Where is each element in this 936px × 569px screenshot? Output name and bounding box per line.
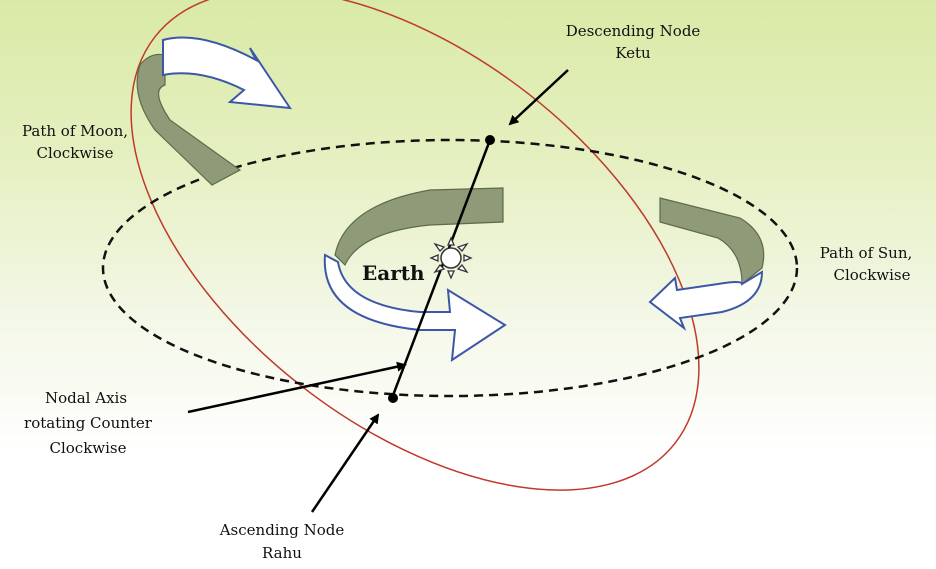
nodal-axis-direction-label: Clockwise bbox=[49, 439, 126, 457]
ketu-label: Ketu bbox=[615, 44, 651, 62]
sun-icon bbox=[429, 236, 473, 280]
earth-rotation-band bbox=[334, 187, 504, 267]
earth-label: Earth bbox=[362, 261, 425, 285]
moon-path-arrow bbox=[162, 36, 293, 110]
moon-orbit bbox=[130, 0, 700, 491]
earth-rotation-arrow bbox=[323, 253, 507, 362]
path-sun-direction-label: Clockwise bbox=[833, 266, 910, 284]
moon-path-band bbox=[136, 53, 242, 186]
nodal-axis-pointer bbox=[187, 361, 407, 414]
rahu-label: Rahu bbox=[262, 544, 302, 562]
sun-orbit bbox=[101, 138, 799, 398]
descending-node-pointer bbox=[508, 69, 569, 126]
path-moon-direction-label: Clockwise bbox=[36, 144, 113, 162]
descending-node-label: Descending Node bbox=[566, 22, 701, 40]
path-moon-label: Path of Moon, bbox=[22, 122, 128, 140]
nodal-axis-rotating-label: rotating Counter bbox=[24, 414, 153, 432]
sun-path-arrow bbox=[648, 270, 764, 332]
nodal-axis-label: Nodal Axis bbox=[45, 389, 127, 407]
descending-node-point bbox=[485, 135, 495, 145]
path-sun-label: Path of Sun, bbox=[820, 244, 913, 262]
ascending-node-label: Ascending Node bbox=[219, 521, 345, 539]
ascending-node-point bbox=[388, 393, 398, 403]
ascending-node-pointer bbox=[310, 413, 380, 513]
